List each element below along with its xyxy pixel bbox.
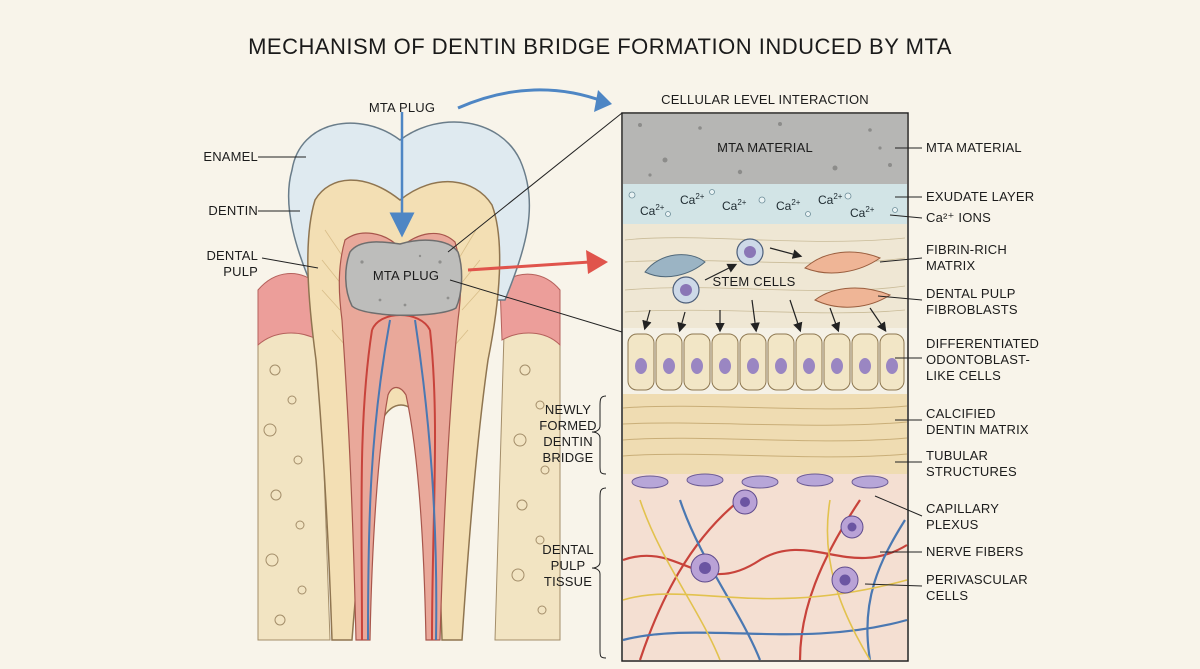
label-newly-formed-dentin-bridge: NEWLY FORMED DENTIN BRIDGE [539,402,597,465]
label-calcified-dentin-matrix: CALCIFIED DENTIN MATRIX [926,406,1029,437]
cellular-panel [621,112,909,662]
mta-plug [345,239,463,317]
label-mta-plug-callout: MTA PLUG [368,100,436,115]
label-dentin: DENTIN [208,203,258,218]
label-ca-ions: Ca²⁺ IONS [926,210,992,225]
label-perivascular-cells: PERIVASCULAR CELLS [926,572,1028,603]
label-enamel: ENAMEL [203,149,258,164]
gingiva-right [499,273,561,347]
ion-label: Ca2+ [776,198,801,213]
label-mta-material-inner: MTA MATERIAL [717,140,813,155]
ion-label: Ca2+ [818,192,843,207]
panel-heading: CELLULAR LEVEL INTERACTION [661,92,869,107]
label-dental-pulp-fibroblasts: DENTAL PULP FIBROBLASTS [926,286,1018,317]
ion-label: Ca2+ [722,198,747,213]
label-nerve-fibers: NERVE FIBERS [926,544,1024,559]
stem-cells [672,238,764,304]
label-exudate-layer: EXUDATE LAYER [926,189,1035,204]
label-tubular-structures: TUBULAR STRUCTURES [926,448,1017,479]
label-mta-material: MTA MATERIAL [926,140,1022,155]
label-stem-cells: STEM CELLS [712,274,796,289]
label-dental-pulp: DENTAL PULP [206,248,258,279]
label-mta-plug-inner: MTA PLUG [372,268,440,283]
odontoblast-row [627,333,905,391]
ion-label: Ca2+ [680,192,705,207]
ion-label: Ca2+ [640,203,665,218]
label-dental-pulp-tissue: DENTAL PULP TISSUE [542,542,594,589]
ion-label: Ca2+ [850,205,875,220]
calcified-dentin-band [623,394,907,474]
label-fibrin-rich-matrix: FIBRIN-RICH MATRIX [926,242,1007,273]
exudate-layer-band [623,184,907,224]
diagram-title: MECHANISM OF DENTIN BRIDGE FORMATION IND… [248,34,952,59]
label-capillary-plexus: CAPILLARY PLEXUS [926,501,1000,532]
label-odontoblast-like-cells: DIFFERENTIATED ODONTOBLAST- LIKE CELLS [926,336,1040,383]
tooth-illustration [257,112,561,641]
mta-material-band [623,114,907,184]
pulp-tissue-band [623,474,907,660]
